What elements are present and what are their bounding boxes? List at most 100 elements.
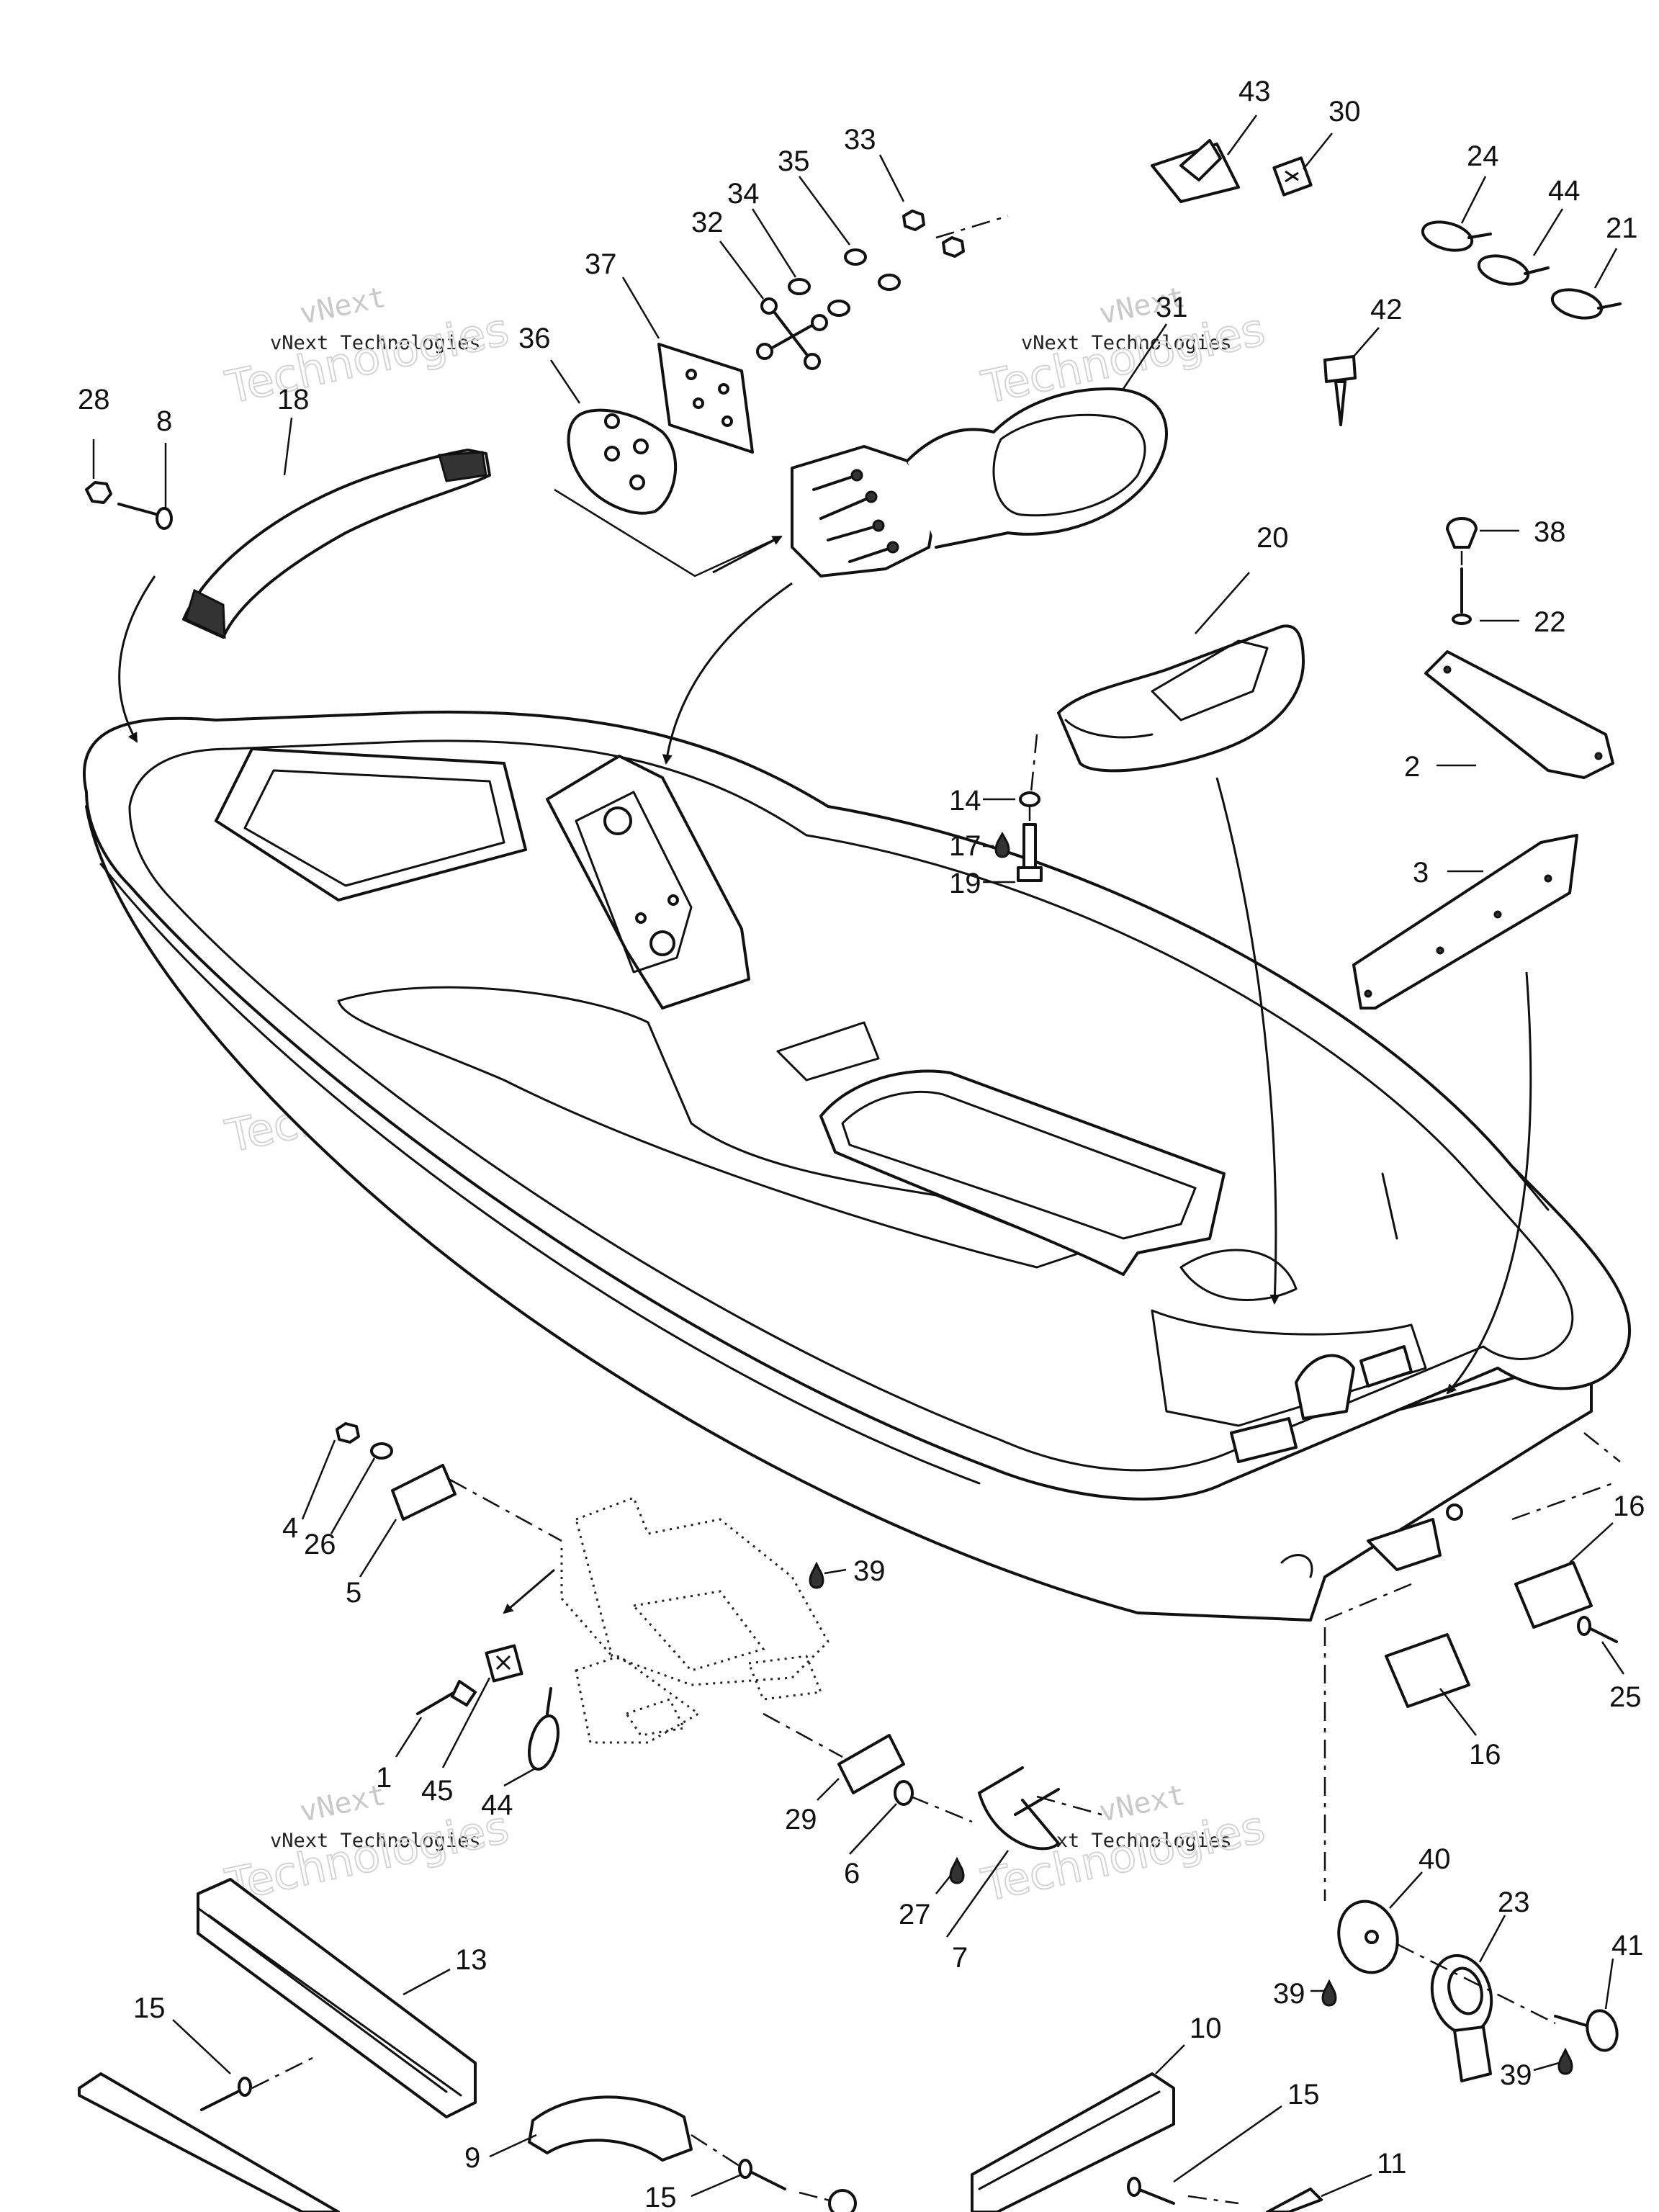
callout-16: 16 [1613, 1491, 1645, 1522]
nut-28 [85, 481, 112, 504]
callout-40: 40 [1419, 1843, 1451, 1875]
handlebar-housing [791, 387, 1168, 577]
grab-handle-18 [182, 449, 491, 639]
callout-10: 10 [1190, 2013, 1222, 2044]
seat-20 [1057, 624, 1305, 773]
callout-7: 7 [952, 1942, 968, 1974]
washer-14 [1019, 791, 1040, 807]
callout-27: 27 [899, 1899, 931, 1930]
svg-text:vNext Technologies: vNext Technologies [270, 1830, 481, 1852]
washer-26 [370, 1442, 393, 1460]
callout-39: 39 [1273, 1978, 1305, 2010]
callout-20: 20 [1256, 522, 1289, 554]
plate-5 [391, 1464, 457, 1521]
phantom-lines [251, 215, 1621, 2205]
grease-39-icon [809, 1561, 824, 1589]
callout-45: 45 [421, 1775, 454, 1807]
callout-15: 15 [1287, 2079, 1320, 2110]
watermark: vNext vNext Technologies Technologies [220, 281, 514, 415]
svg-text:vNext: vNext [297, 281, 389, 331]
plate-3 [1352, 834, 1578, 1010]
svg-text:Technologies: Technologies [221, 302, 513, 413]
callout-41: 41 [1611, 1930, 1644, 1961]
callout-30: 30 [1328, 96, 1361, 127]
plate-40 [1337, 1899, 1399, 1974]
callout-31: 31 [1156, 292, 1188, 323]
callout-42: 42 [1370, 294, 1403, 325]
callout-34: 34 [727, 178, 760, 210]
leader-lines [92, 114, 1625, 2198]
callout-37: 37 [585, 248, 617, 280]
callout-13: 13 [455, 1944, 487, 1976]
callout-43: 43 [1238, 76, 1271, 107]
svg-text:vNext: vNext [297, 1779, 389, 1829]
callout-18: 18 [277, 384, 310, 415]
grease-17-icon [994, 831, 1010, 858]
rivet-15a [200, 2077, 252, 2111]
fastener-45 [485, 1644, 523, 1683]
callout-labels: 43 30 33 35 34 32 37 36 31 24 44 21 42 2… [78, 76, 1645, 2212]
cable-tie-24 [1421, 220, 1492, 252]
u-bolt-7 [978, 1766, 1060, 1851]
callout-24: 24 [1467, 140, 1499, 172]
mount-plate-37 [657, 343, 754, 454]
hull-body [82, 710, 1632, 1622]
vent-16a [1514, 1561, 1593, 1629]
callout-44: 44 [1548, 175, 1581, 207]
callout-16: 16 [1469, 1739, 1501, 1771]
callout-15: 15 [133, 1992, 166, 2024]
callout-2: 2 [1404, 751, 1420, 783]
plug-38 [1446, 517, 1478, 549]
rivet-15c [738, 2159, 786, 2190]
cross-bracket-32 [756, 297, 828, 370]
callout-17: 17 [949, 830, 981, 862]
watermark: vNext vNext Technologies Technologies [976, 281, 1270, 415]
plate-29 [837, 1734, 905, 1794]
rivet-25 [1577, 1616, 1618, 1643]
svg-text:vNext Technologies: vNext Technologies [270, 332, 481, 354]
pad-36 [567, 408, 678, 515]
callout-38: 38 [1534, 516, 1566, 548]
engine-mount-assembly [560, 1496, 830, 1744]
callout-23: 23 [1498, 1887, 1530, 1918]
callout-3: 3 [1413, 857, 1429, 889]
callout-15: 15 [644, 2182, 677, 2212]
callout-6: 6 [844, 1858, 860, 1889]
callout-4: 4 [282, 1512, 298, 1544]
callout-25: 25 [1609, 1681, 1642, 1713]
callout-21: 21 [1606, 212, 1638, 244]
cable-tie-44b [528, 1687, 559, 1771]
rivet-1 [416, 1680, 477, 1715]
callout-39: 39 [1500, 2059, 1532, 2091]
callout-29: 29 [785, 1804, 817, 1835]
callout-33: 33 [844, 124, 876, 156]
callout-44: 44 [481, 1789, 513, 1821]
callout-8: 8 [156, 405, 172, 437]
svg-text:Technologies: Technologies [221, 1800, 513, 1911]
grease-27-icon [949, 1856, 965, 1884]
washer-6 [894, 1780, 914, 1806]
assembly-arrows [118, 488, 1532, 1614]
plug-15c [828, 2189, 857, 2212]
rail-11 [1266, 2188, 1323, 2212]
watermark: vNext vNext Technologies Technologies [976, 1779, 1270, 1912]
grease-39c-icon [1557, 2047, 1573, 2075]
callout-19: 19 [949, 868, 981, 899]
callout-28: 28 [78, 384, 110, 415]
drain-plug-23 [1430, 1954, 1493, 2082]
plate-2 [1424, 650, 1614, 779]
vent-16b [1385, 1633, 1470, 1708]
grease-39b-icon [1321, 1979, 1337, 2007]
rivet-15b [1127, 2177, 1175, 2205]
rail-long [78, 2072, 340, 2212]
rail-10 [971, 2072, 1175, 2212]
watermark: vNext vNext Technologies Technologies [220, 1779, 514, 1912]
screw-42 [1323, 355, 1357, 426]
cable-tie-44a [1477, 254, 1550, 286]
callout-9: 9 [464, 2142, 480, 2174]
callout-5: 5 [346, 1577, 361, 1609]
callout-32: 32 [691, 207, 724, 238]
screw-22 [1452, 567, 1472, 625]
rail-13 [197, 1878, 477, 2118]
screw-41 [1554, 2009, 1619, 2052]
